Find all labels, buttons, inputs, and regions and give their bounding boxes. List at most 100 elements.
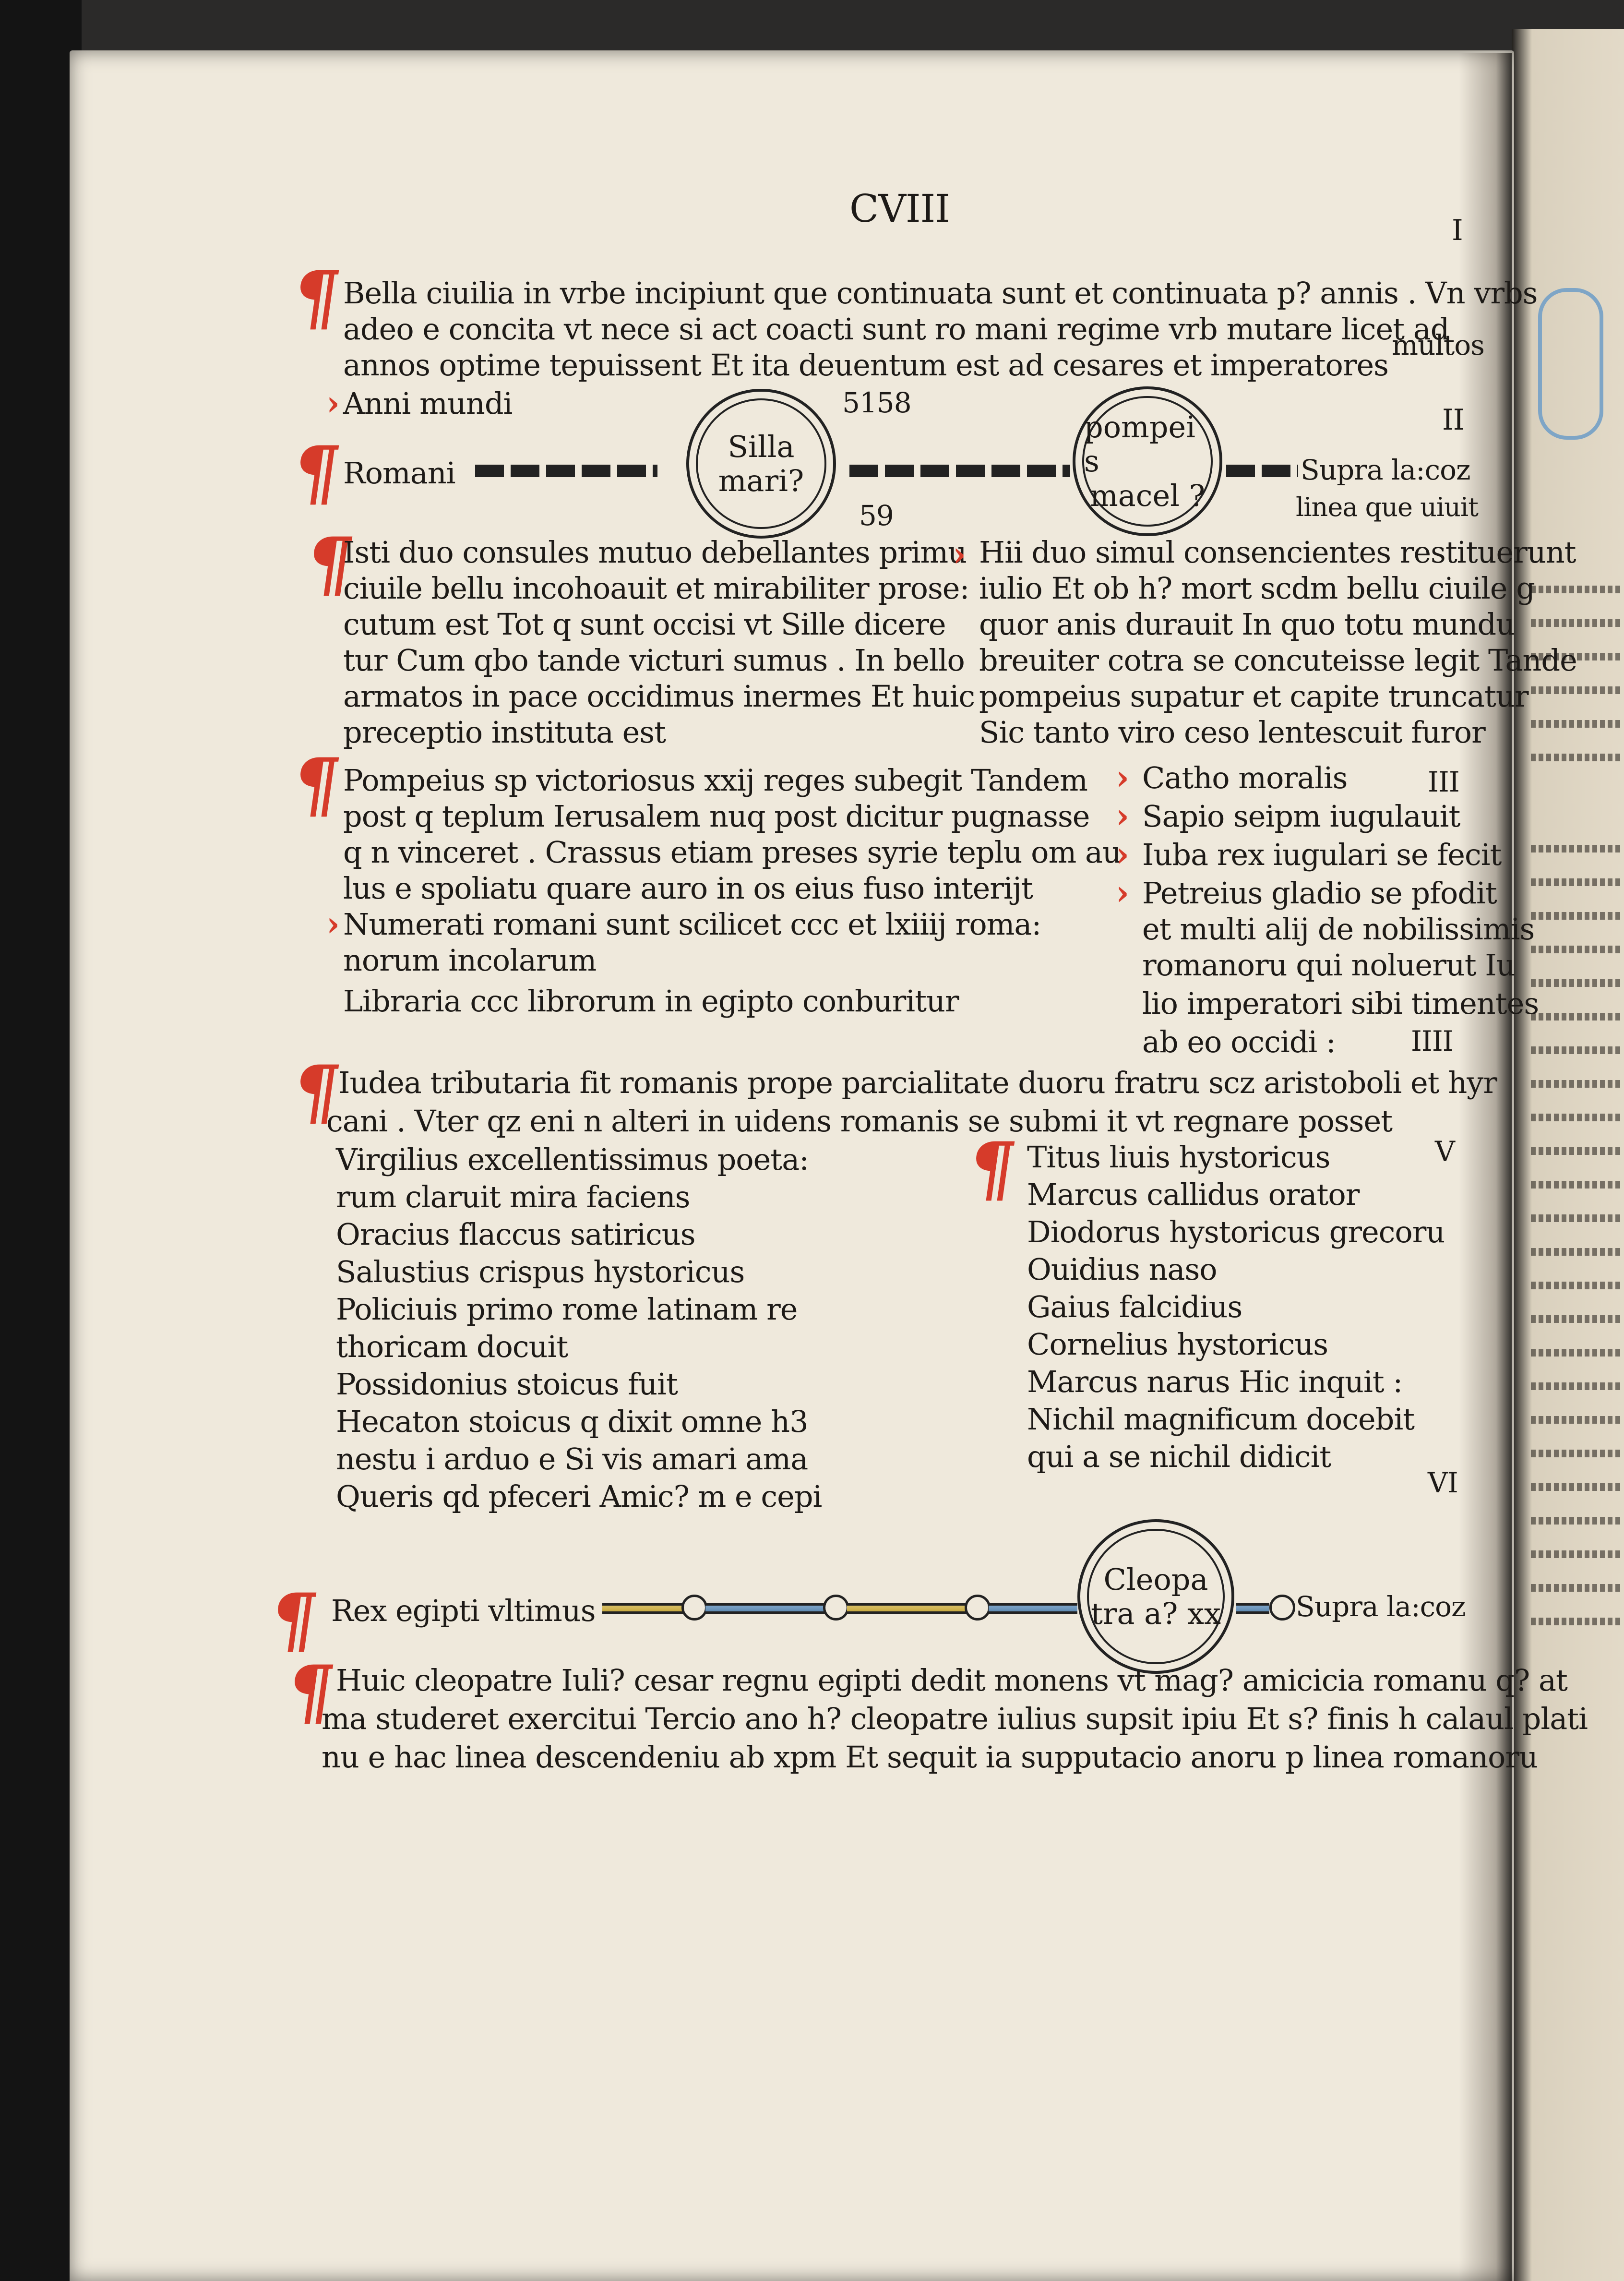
left-col-line: Libraria ccc librorum in egipto conburit…: [343, 984, 959, 1019]
left-col-line: norum incolarum: [343, 943, 597, 978]
facing-text-line: [1531, 979, 1622, 987]
year-count-bottom: 59: [859, 499, 894, 532]
judea-line: Iudea tributaria fit romanis prope parci…: [338, 1065, 1497, 1100]
rubric-mark: ›: [1116, 796, 1129, 836]
blue-lineage-bar: [1236, 1603, 1269, 1614]
right-col-line: ab eo occidi :: [1142, 1024, 1336, 1059]
facing-text-line: [1531, 1046, 1622, 1054]
author-list-item: qui a se nichil didicit: [1027, 1439, 1331, 1474]
roman-numeral-VI: VI: [1428, 1466, 1458, 1499]
author-list-item: Virgilius excellentissimus poeta:: [336, 1142, 809, 1177]
facing-text-line: [1531, 754, 1622, 761]
rubric-mark: ›: [1116, 873, 1129, 912]
right-col-line: iulio Et ob h? mort scdm bellu ciuile g: [979, 571, 1535, 606]
author-list-item: rum claruit mira faciens: [336, 1179, 690, 1214]
facing-text-line: [1531, 1013, 1622, 1020]
facing-text-line: [1531, 1114, 1622, 1121]
author-list-item: Marcus callidus orator: [1027, 1177, 1360, 1212]
left-col-line: Pompeius sp victoriosus xxij reges subeg…: [343, 763, 1088, 798]
facing-text-line: [1531, 1483, 1622, 1491]
right-col-line: Sic tanto viro ceso lentescuit furor: [979, 715, 1486, 750]
author-list-item: Queris qd pfeceri Amic? m e cepi: [336, 1479, 822, 1514]
author-list-item: Titus liuis hystoricus: [1027, 1140, 1330, 1175]
right-col-line: pompeius supatur et capite truncatur: [979, 679, 1528, 714]
left-col-line: cutum est Tot q sunt occisi vt Sille dic…: [343, 607, 946, 642]
intro-line: adeo e concita vt nece si act coacti sun…: [343, 312, 1449, 347]
author-list-item: Ouidius naso: [1027, 1252, 1218, 1287]
circle-text: tra a? xx: [1090, 1596, 1221, 1631]
facing-text-line: [1531, 1181, 1622, 1189]
intro-line: annos optime tepuissent Et ita deuentum …: [343, 348, 1389, 383]
author-list-item: Possidonius stoicus fuit: [336, 1367, 678, 1402]
left-col-line: Numerati romani sunt scilicet ccc et lxi…: [343, 907, 1041, 942]
left-col-line: tur Cum qbo tande victuri sumus . In bel…: [343, 643, 965, 678]
rubric-mark: ›: [953, 534, 966, 574]
year-count-top: 5158: [842, 386, 912, 419]
right-col-line: lio imperatori sibi timentes: [1142, 986, 1539, 1021]
roman-numeral-V: V: [1435, 1135, 1455, 1168]
facing-text-line: [1531, 1248, 1622, 1256]
lineage-right-label: linea que uiuit: [1296, 492, 1479, 522]
closing-line: ma studeret exercitui Tercio ano h? cleo…: [322, 1701, 1588, 1736]
rubric-mark: ›: [326, 383, 340, 423]
left-col-line: Isti duo consules mutuo debellantes prim…: [343, 535, 967, 570]
page-gutter-shadow: [1459, 53, 1512, 2281]
anni-mundi-label: Anni mundi: [343, 386, 513, 421]
left-col-line: ciuile bellu incohoauit et mirabiliter p…: [343, 571, 969, 606]
facing-text-line: [1531, 1618, 1622, 1625]
facing-text-line: [1531, 653, 1622, 660]
left-col-line: lus e spoliatu quare auro in os eius fus…: [343, 871, 1033, 906]
facing-text-line: [1531, 1282, 1622, 1289]
rubric-mark: ›: [1116, 757, 1129, 797]
lineage-line: [1226, 465, 1298, 477]
blue-lineage-bar: [989, 1603, 1077, 1614]
author-list-item: Hecaton stoicus q dixit omne h3: [336, 1404, 809, 1439]
facing-text-line: [1531, 1416, 1622, 1424]
right-col-line: Sapio seipm iugulauit: [1142, 799, 1460, 834]
author-list-item: Marcus narus Hic inquit :: [1027, 1364, 1403, 1399]
lineage-node: [681, 1595, 707, 1621]
facing-text-line: [1531, 1550, 1622, 1558]
author-list-item: thoricam docuit: [336, 1329, 568, 1364]
roman-numeral-IIII: IIII: [1411, 1025, 1454, 1057]
facing-text-line: [1531, 912, 1622, 920]
facing-text-line: [1531, 1147, 1622, 1155]
lineage-node: [1269, 1595, 1295, 1621]
lineage-line: [475, 465, 657, 477]
closing-line: Huic cleopatre Iuli? cesar regnu egipti …: [336, 1663, 1568, 1698]
author-list-item: nestu i arduo e Si vis amari ama: [336, 1441, 808, 1477]
author-list-item: Nichil magnificum docebit: [1027, 1402, 1415, 1437]
facing-page-edge: [1512, 29, 1624, 2281]
lineage-line: [849, 465, 1070, 477]
circle-text: mari?: [718, 463, 804, 498]
right-col-line: Petreius gladio se pfodit: [1142, 876, 1497, 911]
author-list-item: Salustius crispus hystoricus: [336, 1254, 745, 1289]
right-col-line: Hii duo simul consencientes restituerunt: [979, 535, 1576, 570]
author-list-item: Cornelius hystoricus: [1027, 1327, 1328, 1362]
judea-line: cani . Vter qz eni n alteri in uidens ro…: [326, 1104, 1393, 1139]
author-list-item: Gaius falcidius: [1027, 1289, 1242, 1324]
rubric-mark: ›: [326, 904, 340, 944]
circle-text: Cleopa: [1103, 1561, 1208, 1597]
lineage-right-label: Supra la:coz: [1296, 1590, 1466, 1623]
right-col-line: quor anis durauit In quo totu mundu: [979, 607, 1515, 642]
right-col-line: Iuba rex iugulari se fecit: [1142, 837, 1502, 872]
facing-text-line: [1531, 586, 1622, 593]
circle-text: pompei s: [1084, 409, 1196, 479]
right-col-line: romanoru qui noluerut Iu: [1142, 948, 1516, 983]
facing-page-circle: [1538, 288, 1603, 440]
yellow-lineage-bar: [847, 1603, 967, 1614]
facing-text-line: [1531, 686, 1622, 694]
blue-lineage-bar: [705, 1603, 825, 1614]
closing-line: nu e hac linea descendeniu ab xpm Et seq…: [322, 1740, 1538, 1775]
facing-text-line: [1531, 1517, 1622, 1525]
facing-text-line: [1531, 720, 1622, 728]
facing-text-line: [1531, 1315, 1622, 1323]
intro-line: Bella ciuilia in vrbe incipiunt que cont…: [343, 276, 1538, 311]
circle-text: macel ?: [1090, 478, 1205, 513]
left-background: [0, 0, 82, 2281]
facing-text-line: [1531, 845, 1622, 852]
